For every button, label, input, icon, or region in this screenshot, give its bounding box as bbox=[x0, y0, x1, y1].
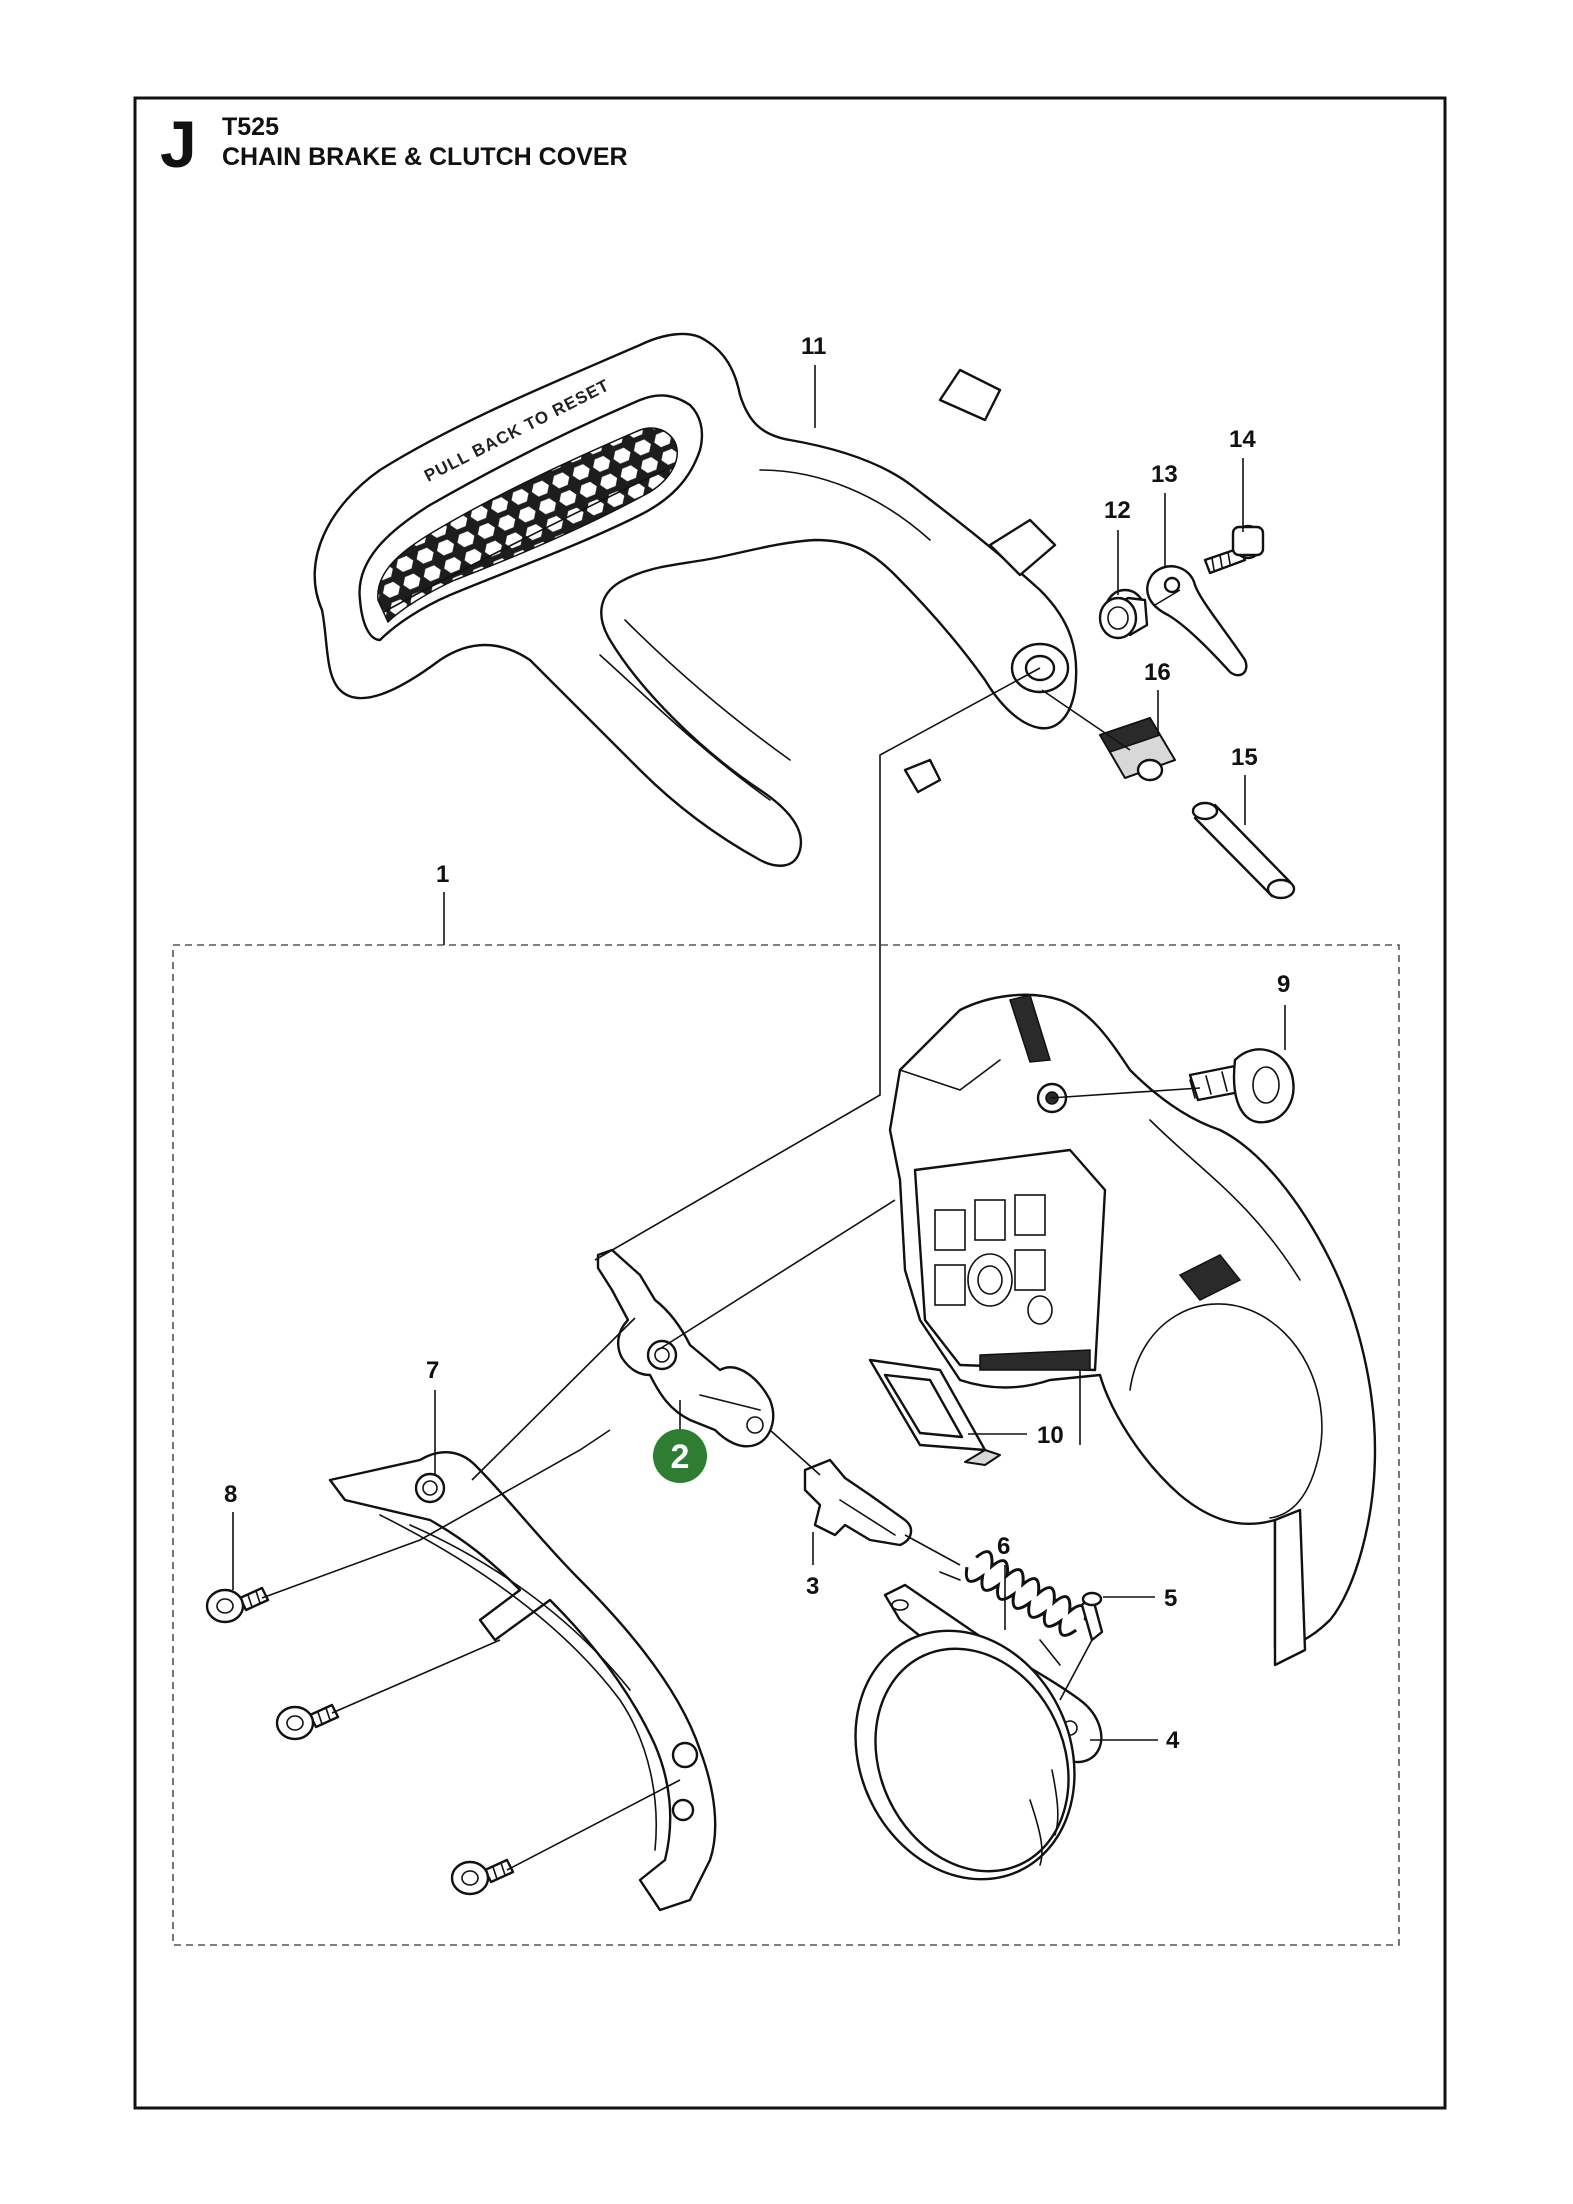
section-letter: J bbox=[160, 107, 197, 181]
nut bbox=[1188, 1048, 1295, 1124]
callout-7: 7 bbox=[426, 1357, 439, 1384]
brake-band bbox=[854, 1583, 1103, 1881]
small-pin bbox=[1080, 1591, 1104, 1642]
sleeve bbox=[1098, 717, 1176, 782]
brake-arm bbox=[328, 1451, 717, 1912]
callout-6: 6 bbox=[997, 1533, 1010, 1560]
brake-lever bbox=[596, 1248, 775, 1448]
highlight-badge[interactable]: 2 bbox=[653, 1429, 707, 1483]
screw-8c bbox=[450, 1858, 515, 1896]
page-title: CHAIN BRAKE & CLUTCH COVER bbox=[222, 143, 628, 171]
callout-10: 10 bbox=[1037, 1422, 1064, 1449]
washer bbox=[1146, 565, 1248, 677]
screw-8b bbox=[275, 1703, 340, 1741]
hand-guard: PULL BACK TO RESET bbox=[313, 332, 1078, 867]
callout-14: 14 bbox=[1229, 426, 1256, 453]
screw-14 bbox=[1203, 524, 1265, 575]
model-label: T525 bbox=[222, 113, 279, 141]
spring bbox=[939, 1550, 1088, 1666]
clutch-cover bbox=[888, 993, 1377, 1667]
assembly-box bbox=[172, 944, 1400, 1946]
callout-9: 9 bbox=[1277, 971, 1290, 998]
callout-3: 3 bbox=[806, 1573, 819, 1600]
pad bbox=[868, 1358, 1001, 1466]
callout-2: 2 bbox=[671, 1438, 690, 1476]
callout-4: 4 bbox=[1166, 1727, 1180, 1754]
callout-13: 13 bbox=[1151, 461, 1178, 488]
callout-15: 15 bbox=[1231, 744, 1258, 771]
callout-5: 5 bbox=[1164, 1585, 1177, 1612]
bushing bbox=[1098, 588, 1149, 640]
pin bbox=[1191, 801, 1296, 900]
assembly-lines bbox=[261, 589, 1201, 1871]
callout-11: 11 bbox=[801, 333, 826, 360]
page-frame bbox=[133, 96, 1447, 2110]
callout-leaders bbox=[232, 365, 1286, 1741]
callout-1: 1 bbox=[436, 861, 449, 888]
screw-8a bbox=[205, 1586, 270, 1624]
trigger bbox=[803, 1458, 913, 1547]
callout-8: 8 bbox=[224, 1481, 237, 1508]
callout-12: 12 bbox=[1104, 497, 1131, 524]
callout-16: 16 bbox=[1144, 659, 1171, 686]
